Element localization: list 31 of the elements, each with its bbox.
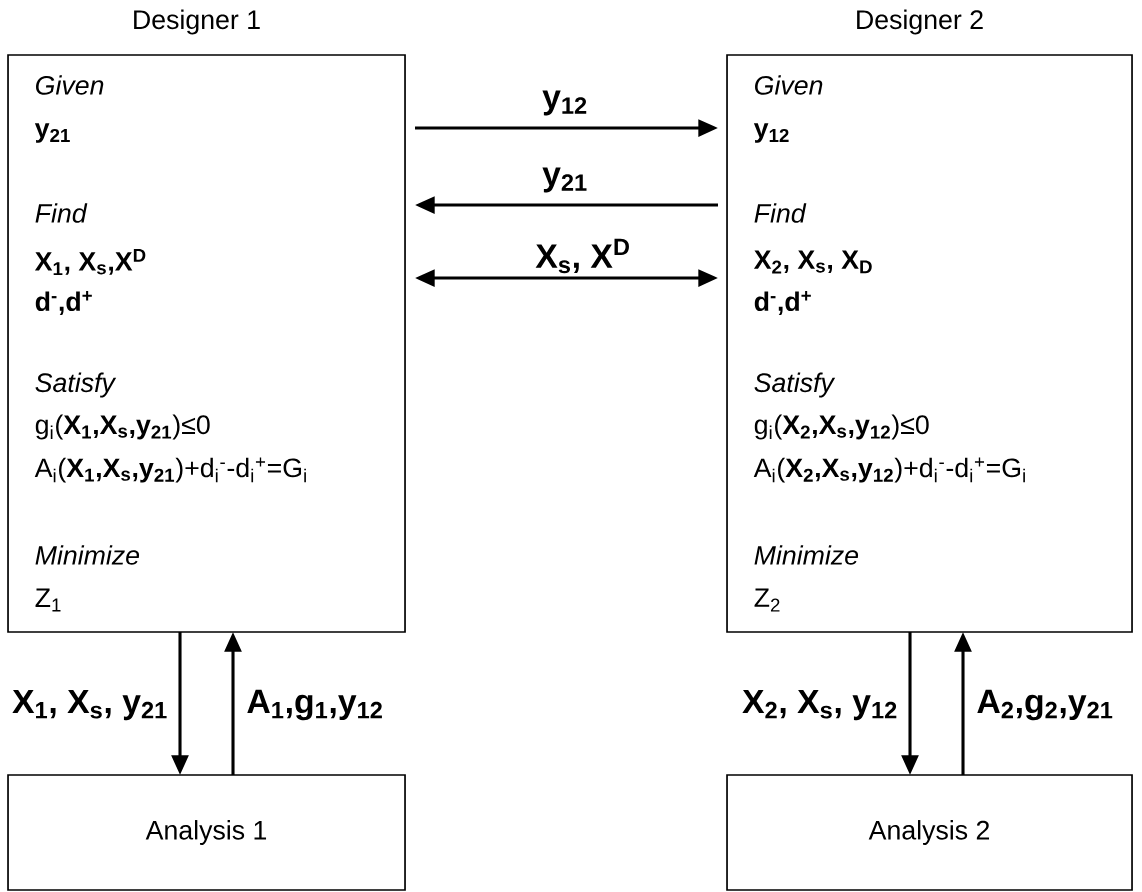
edge-label: y$_{21}$: [540, 166, 590, 194]
edge-label: X$_{2}$, X$_{s}$, y$_{12}$: [740, 688, 900, 722]
section-heading: Minimize: [754, 545, 859, 565]
analysis-box: Analysis 1: [7, 774, 406, 891]
formula-text: y$_{12}$: [753, 123, 789, 143]
section-heading: Satisfy: [754, 372, 836, 398]
edge-label: X$_{1}$, X$_{s}$, y$_{21}$: [10, 688, 170, 722]
formula-text: X$_{1}$, X$_{s}$,X$^{D}$: [34, 248, 146, 276]
formula-text: A$_{i}$(X$_{1}$,X$_{s}$,y$_{21}$)+d$_{i}$$^{-}$-d$_{i}$$^{+}$=G$_{i}$: [34, 457, 306, 483]
section-heading: Given: [755, 75, 823, 95]
edge-label: y$_{12}$: [540, 89, 590, 117]
formula-text: Z$_{1}$: [35, 588, 61, 612]
section-heading: Find: [754, 203, 807, 223]
formula-text: Z$_{2}$: [754, 588, 780, 612]
section-heading: Given: [36, 75, 104, 95]
formula-text: A$_{i}$(X$_{2}$,X$_{s}$,y$_{12}$)+d$_{i}$$^{-}$-d$_{i}$$^{+}$=G$_{i}$: [753, 457, 1025, 483]
edge-label: A$_{2}$,g$_{2}$,y$_{21}$: [975, 688, 1115, 722]
formula-text: X$_{2}$, X$_{s}$, X$_{D}$: [753, 250, 872, 274]
box-title: Designer 1: [134, 9, 260, 35]
formula-text: y$_{21}$: [34, 123, 70, 143]
formula-text: d$^{-}$,d$^{+}$: [35, 291, 92, 315]
section-heading: Find: [35, 203, 88, 223]
edge-label: A$_{1}$,g$_{1}$,y$_{12}$: [245, 688, 385, 722]
section-heading: Satisfy: [35, 372, 117, 398]
analysis-box: Analysis 2: [726, 774, 1133, 891]
formula-text: g$_{i}$(X$_{1}$,X$_{s}$,y$_{21}$)≤0: [35, 414, 210, 440]
section-heading: Minimize: [35, 545, 140, 565]
box-title: Designer 2: [857, 9, 983, 35]
formula-text: g$_{i}$(X$_{2}$,X$_{s}$,y$_{12}$)≤0: [754, 414, 929, 440]
formula-text: d$^{-}$,d$^{+}$: [754, 291, 811, 315]
edge-label: X$_{s}$, X$^{D}$: [533, 237, 633, 275]
